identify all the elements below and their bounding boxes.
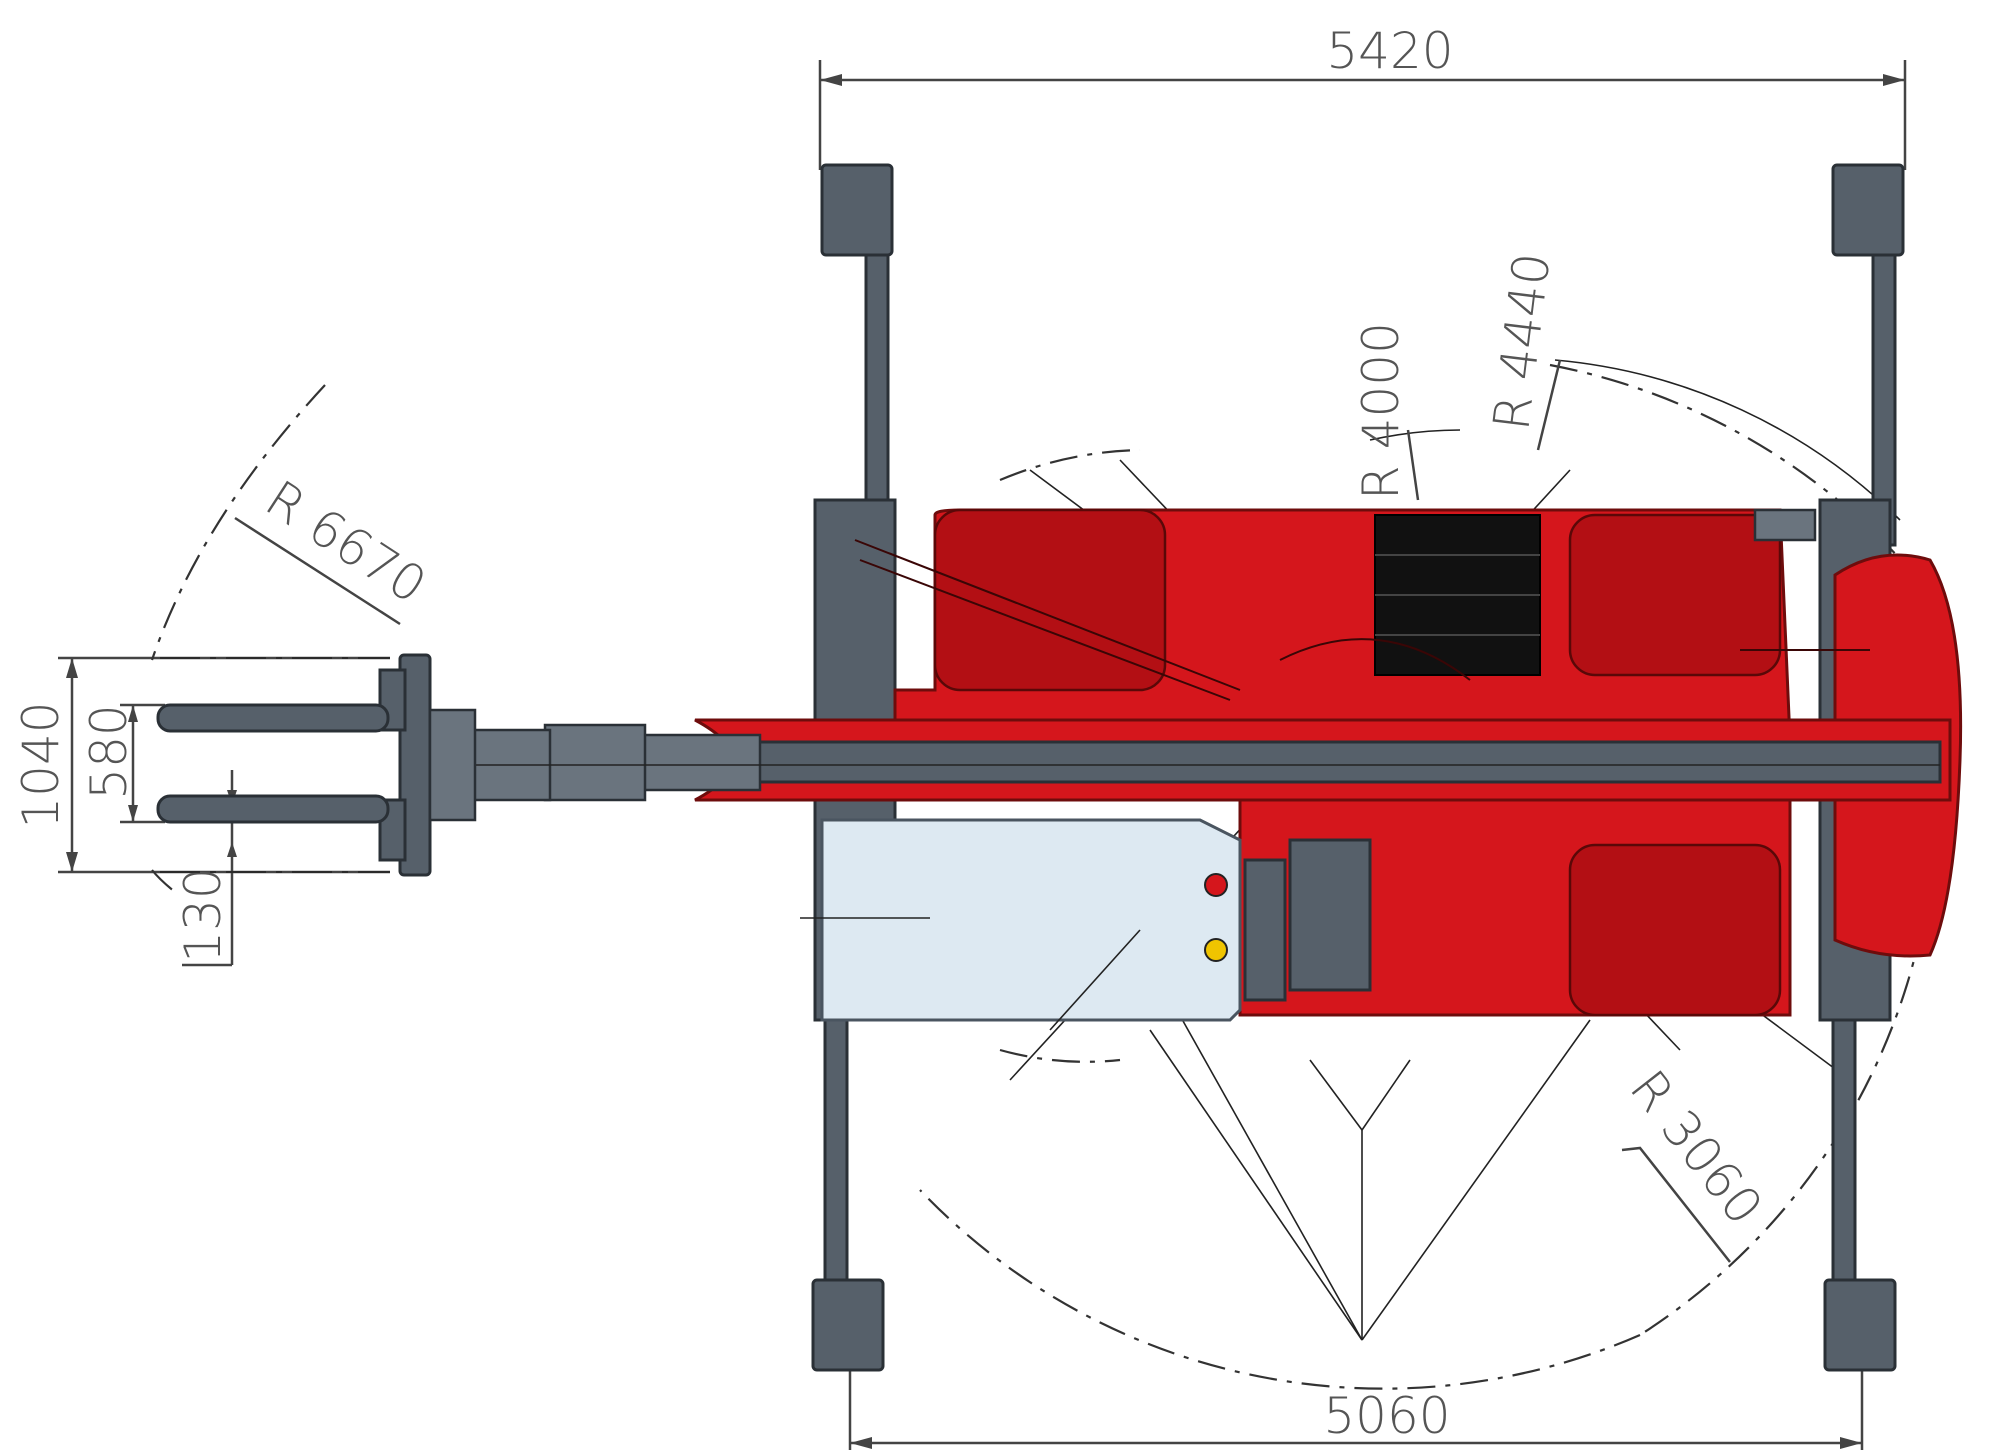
top-span-dimension: 5420 (818, 22, 1907, 170)
r-4000-label: R 4000 (1352, 322, 1410, 500)
r-3060-label: R 3060 (1619, 1060, 1774, 1236)
fork-upper (156, 703, 390, 733)
fork-carriage-width-label: 1040 (12, 701, 70, 828)
bottom-span-dimension: 5060 (848, 1360, 1864, 1450)
top-span-label: 5420 (1326, 22, 1453, 80)
fork-spread-label: 580 (80, 704, 138, 799)
fork-assembly (156, 653, 477, 877)
bottom-span-label: 5060 (1323, 1387, 1450, 1445)
fork-lower (156, 794, 390, 824)
r-6670-label: R 6670 (255, 469, 436, 615)
fork-dimensions: 1040 580 130 (12, 656, 390, 967)
boom (468, 718, 1952, 802)
outriggers (811, 163, 1905, 1372)
fork-width-label: 130 (174, 867, 232, 962)
